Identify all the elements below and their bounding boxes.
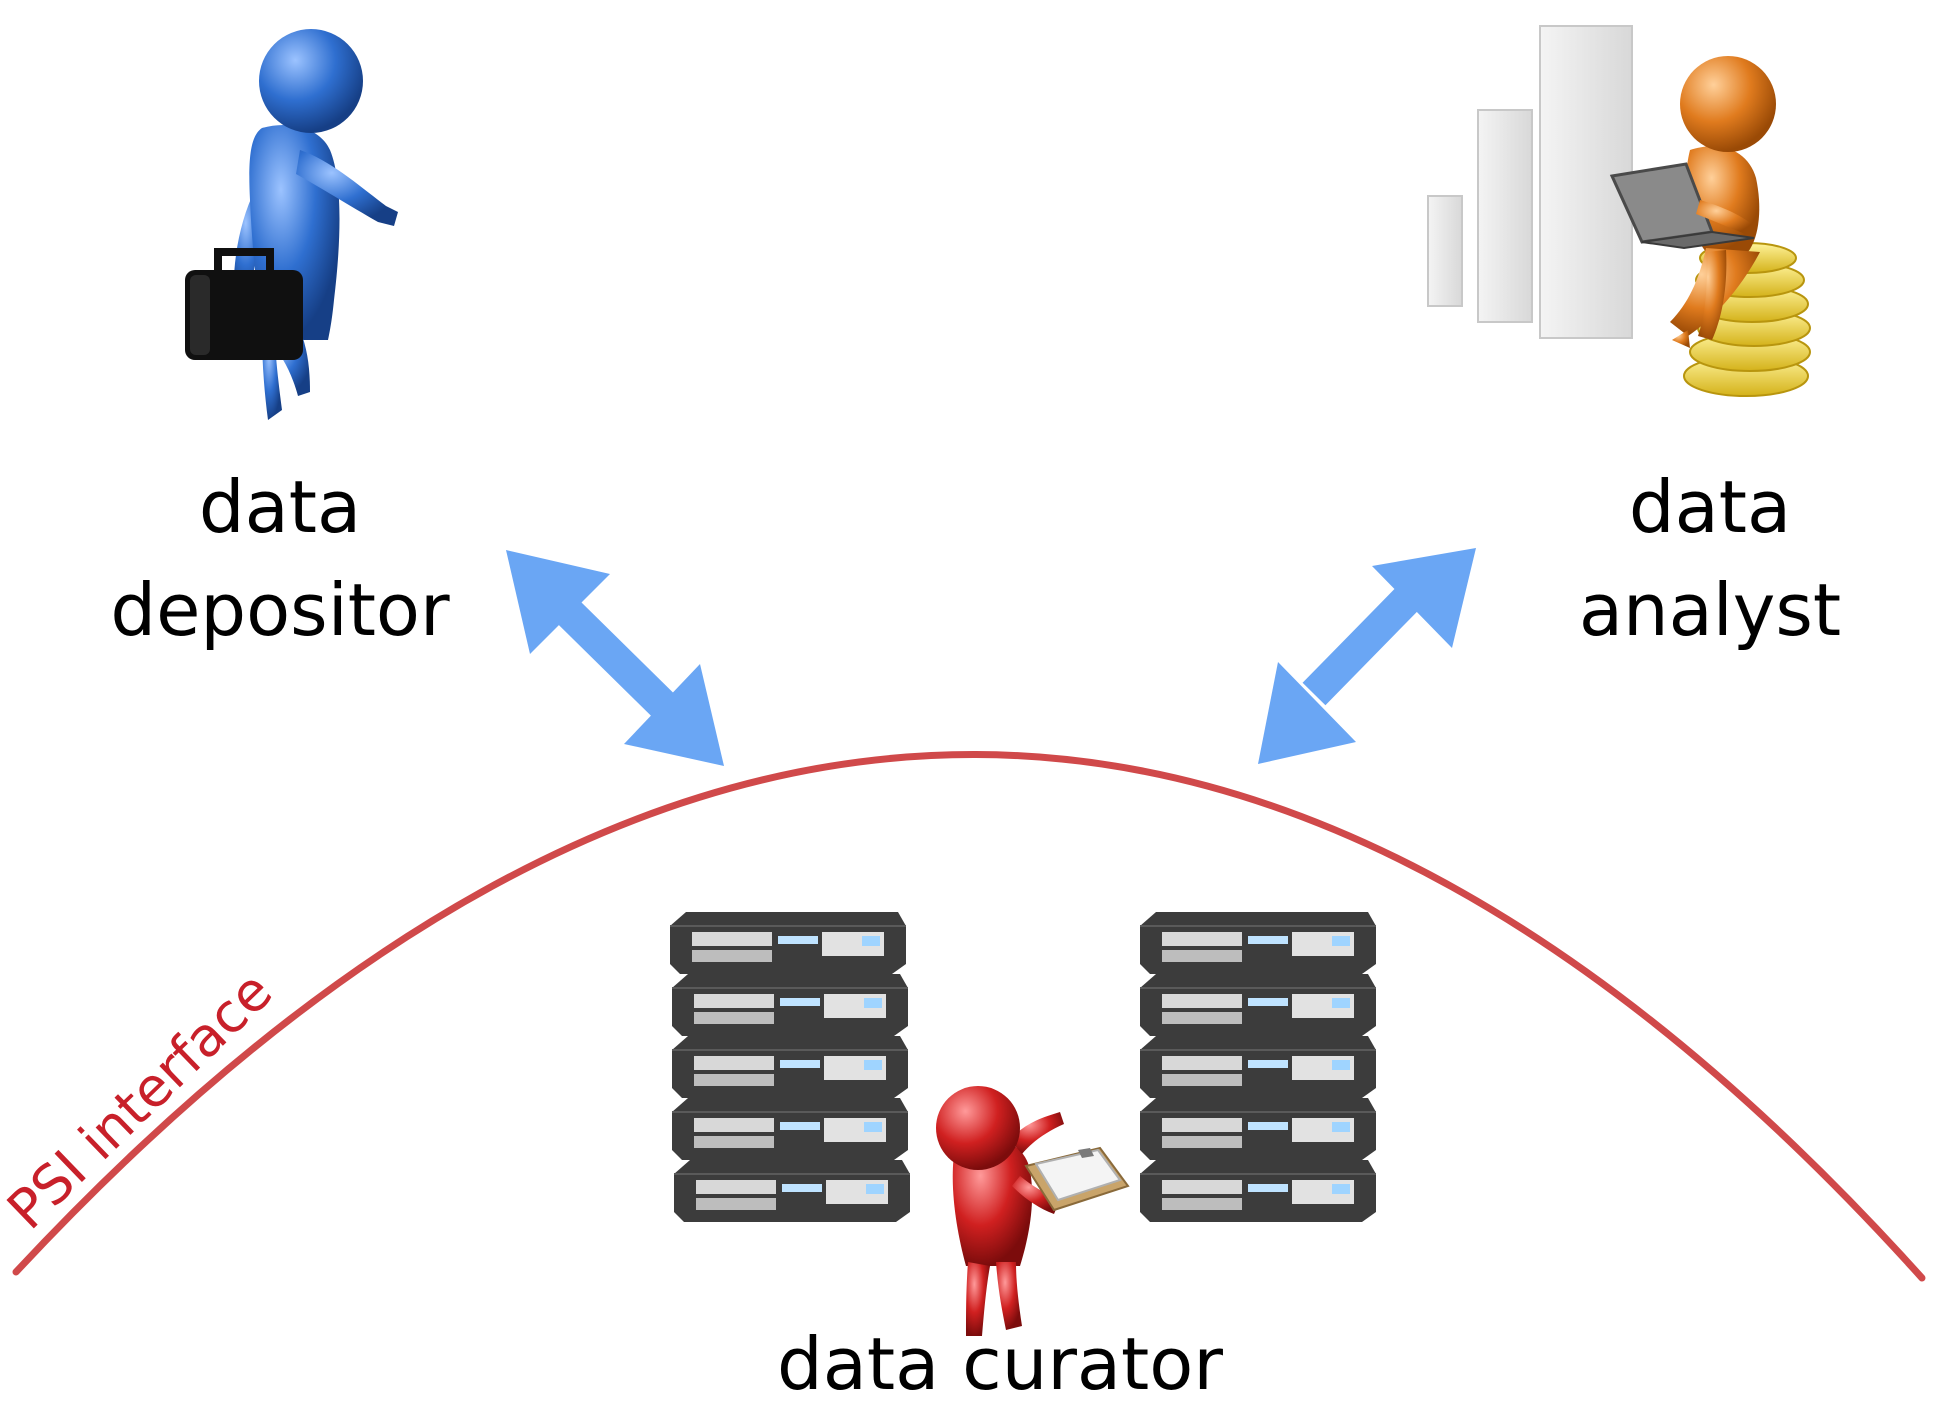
curator-label-text: data curator [777, 1322, 1223, 1406]
clipboard-icon [1024, 1146, 1130, 1212]
bar-chart-icon [1427, 25, 1633, 339]
analyst-label-line1: data [1628, 465, 1792, 549]
analyst-label-line2: analyst [1578, 568, 1842, 652]
depositor-label-line1: data [198, 465, 362, 549]
server-rack-left-icon [669, 911, 911, 1223]
depositor-figure [185, 29, 398, 420]
psi-interface-curve [12, 751, 1926, 1282]
curator-figure [936, 1086, 1130, 1336]
analyst-curator-arrow [1258, 548, 1476, 764]
laptop-icon [1609, 162, 1755, 250]
briefcase-icon [185, 248, 303, 360]
curator-label: data curator [720, 1324, 1280, 1404]
depositor-label-line2: depositor [110, 568, 450, 652]
depositor-label: data depositor [100, 456, 460, 662]
analyst-figure [1609, 56, 1776, 348]
analyst-label: data analyst [1530, 456, 1890, 662]
server-rack-right-icon [1139, 911, 1377, 1223]
depositor-curator-arrow [506, 550, 724, 766]
psi-interface-label: PSI interface [0, 959, 284, 1241]
